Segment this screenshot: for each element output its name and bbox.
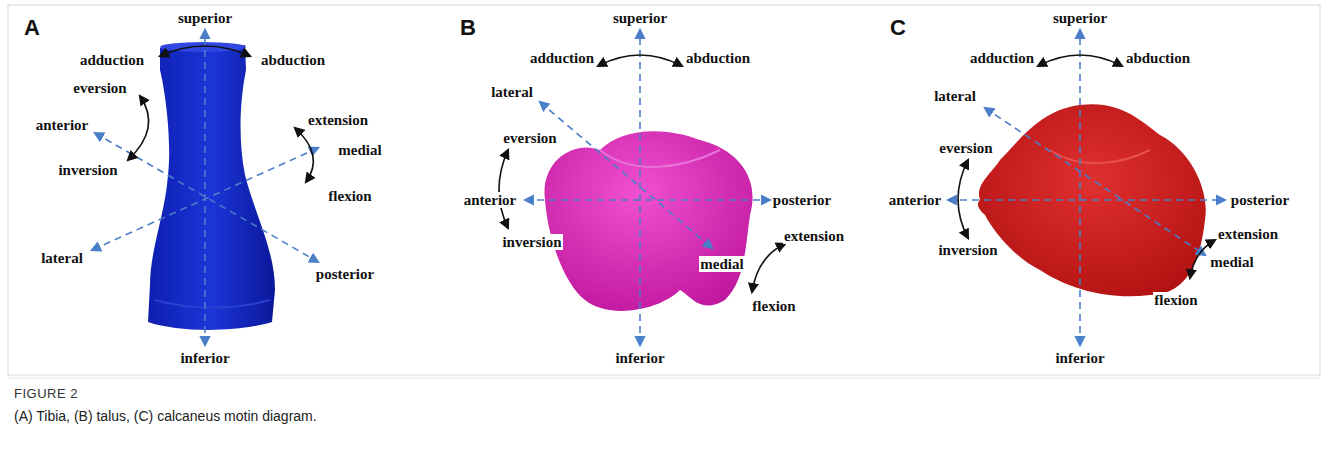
axis-label: medial bbox=[699, 256, 744, 273]
axis-label: posterior bbox=[315, 266, 375, 283]
axis-label: abduction bbox=[1125, 50, 1191, 67]
axis-label: superior bbox=[612, 10, 668, 27]
axis-label: lateral bbox=[40, 250, 84, 267]
axis-label: extension bbox=[307, 112, 369, 129]
axis-label: extension bbox=[783, 228, 845, 245]
axis-label: inferior bbox=[1054, 350, 1105, 367]
axis-label: abduction bbox=[685, 50, 751, 67]
axis-label: posterior bbox=[772, 192, 832, 209]
axis-label: inferior bbox=[614, 350, 665, 367]
axis-label: inversion bbox=[501, 234, 562, 251]
axis-label: medial bbox=[1209, 254, 1254, 271]
axis-label: superior bbox=[1052, 10, 1108, 27]
axis-label: inversion bbox=[57, 162, 118, 179]
axis-label: lateral bbox=[490, 84, 534, 101]
axis-label: anterior bbox=[463, 192, 517, 209]
panel-letter: B bbox=[459, 16, 477, 40]
axis-label: anterior bbox=[35, 117, 89, 134]
axis-label: flexion bbox=[327, 188, 372, 205]
axis-label: inferior bbox=[179, 350, 230, 367]
axis-label: medial bbox=[337, 142, 382, 159]
axis-label: adduction bbox=[79, 52, 145, 69]
panel-letter: A bbox=[23, 16, 41, 40]
axis-label: flexion bbox=[751, 298, 796, 315]
axis-label: eversion bbox=[502, 130, 557, 147]
axis-label: anterior bbox=[888, 192, 942, 209]
axis-label: adduction bbox=[969, 50, 1035, 67]
axis-label: flexion bbox=[1153, 292, 1198, 309]
panel-letter: C bbox=[889, 16, 907, 40]
figure-title: FIGURE 2 bbox=[14, 386, 78, 401]
axis-label: superior bbox=[177, 10, 233, 27]
axis-label: abduction bbox=[260, 52, 326, 69]
axis-label: lateral bbox=[933, 88, 977, 105]
figure-caption: (A) Tibia, (B) talus, (C) calcaneus moti… bbox=[14, 408, 317, 424]
axis-label: eversion bbox=[938, 140, 993, 157]
axis-label: posterior bbox=[1230, 192, 1290, 209]
axis-label: extension bbox=[1217, 226, 1279, 243]
axis-label: inversion bbox=[937, 242, 998, 259]
axis-label: eversion bbox=[72, 80, 127, 97]
axis-label: adduction bbox=[529, 50, 595, 67]
